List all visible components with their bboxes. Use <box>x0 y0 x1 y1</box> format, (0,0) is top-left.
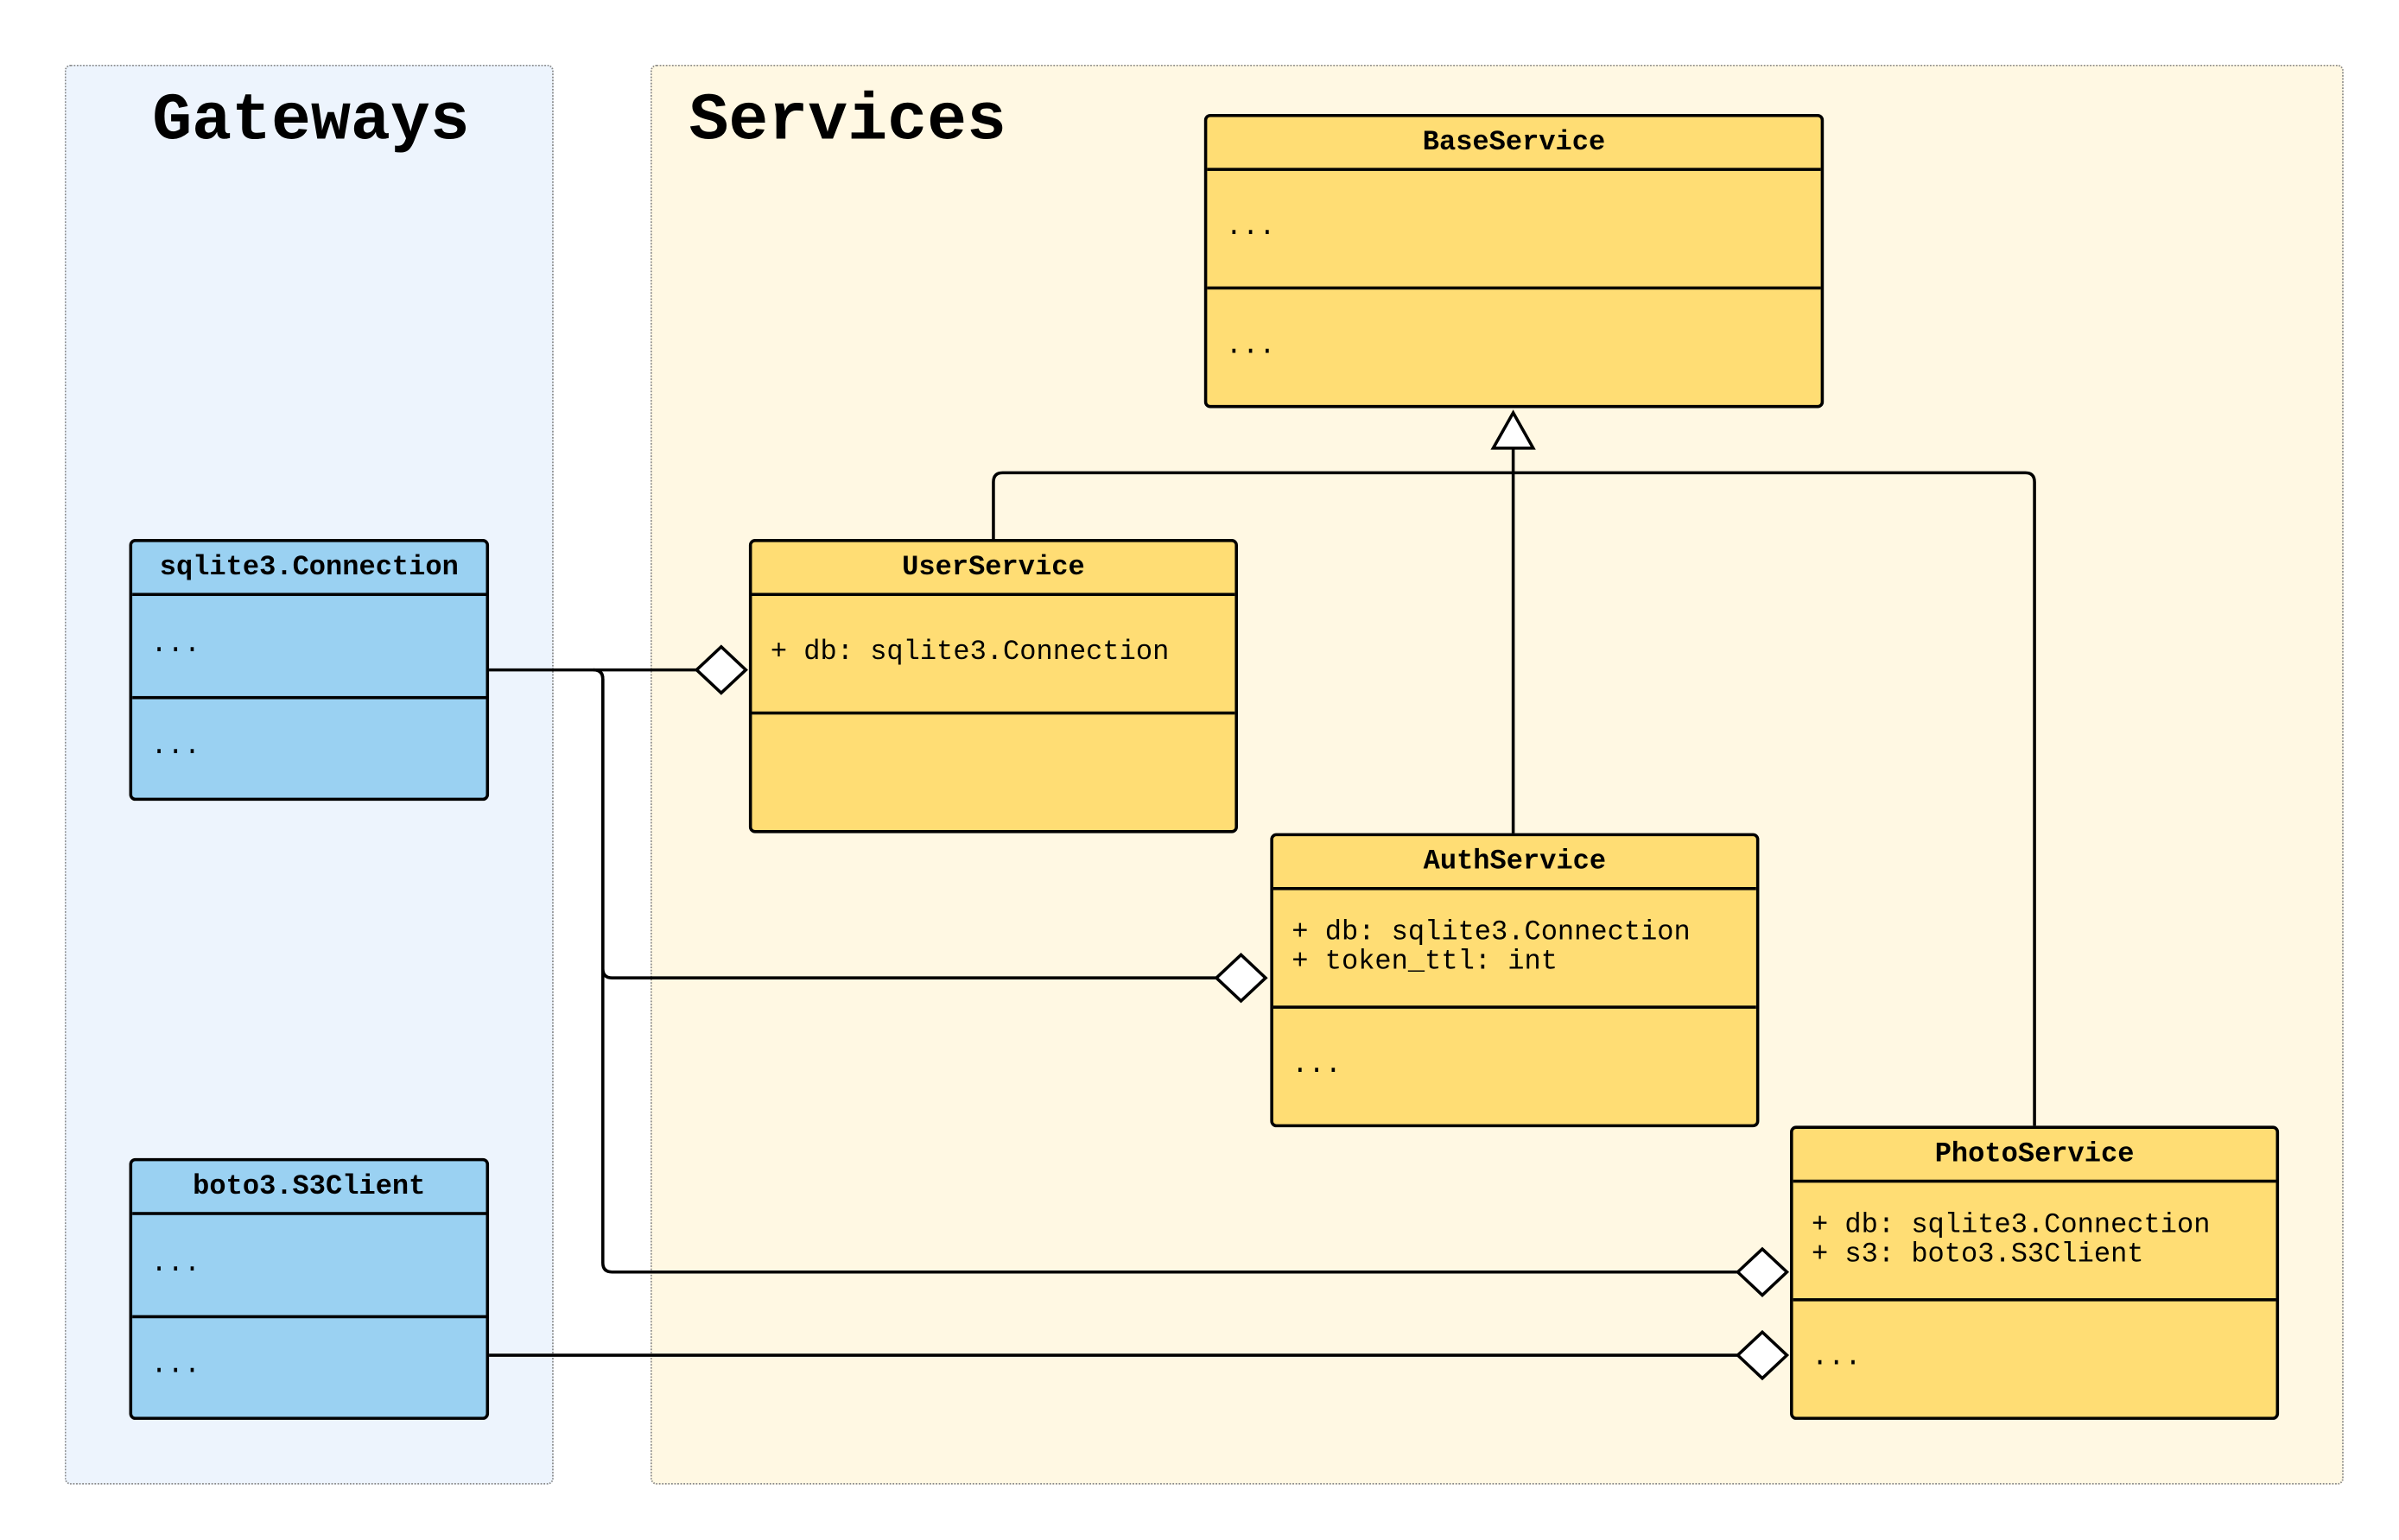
class-sqlite3-connection[interactable]: sqlite3.Connection ... ... <box>129 539 490 802</box>
class-attributes: ... <box>132 1215 486 1318</box>
aggregation-diamond-photoservice-db <box>1735 1246 1790 1297</box>
inheritance-line-photoservice <box>1513 471 2036 1126</box>
class-attributes: + db: sqlite3.Connection <box>752 596 1235 715</box>
class-userservice[interactable]: UserService + db: sqlite3.Connection <box>748 539 1238 833</box>
class-authservice[interactable]: AuthService + db: sqlite3.Connection + t… <box>1270 833 1760 1128</box>
class-name: AuthService <box>1272 836 1756 890</box>
aggregation-line-photoservice-db <box>593 668 1738 1274</box>
services-package-title: Services <box>689 83 1006 159</box>
class-attributes: + db: sqlite3.Connection + s3: boto3.S3C… <box>1793 1182 2276 1302</box>
class-attributes: ... <box>132 596 486 699</box>
gateways-package-title: Gateways <box>152 83 470 159</box>
class-name: UserService <box>752 542 1235 597</box>
class-photoservice[interactable]: PhotoService + db: sqlite3.Connection + … <box>1790 1125 2280 1420</box>
class-name: sqlite3.Connection <box>132 542 486 597</box>
class-methods: ... <box>1811 1342 1862 1374</box>
inheritance-arrowhead <box>1490 409 1536 450</box>
class-methods: ... <box>1292 1050 1342 1081</box>
class-name: PhotoService <box>1793 1129 2276 1183</box>
class-methods: ... <box>1225 331 1276 363</box>
class-attributes: ... <box>1207 171 1821 290</box>
aggregation-diamond-photoservice-s3 <box>1735 1329 1790 1381</box>
class-baseservice[interactable]: BaseService ... ... <box>1203 113 1825 409</box>
aggregation-diamond-userservice <box>694 644 748 695</box>
class-methods: ... <box>150 1351 201 1382</box>
inheritance-line-userservice <box>992 471 1514 540</box>
class-name: BaseService <box>1207 117 1821 171</box>
class-attributes: + db: sqlite3.Connection + token_ttl: in… <box>1272 890 1756 1009</box>
class-methods: ... <box>150 732 201 764</box>
class-methods <box>752 714 1234 830</box>
aggregation-diamond-authservice <box>1214 953 1268 1004</box>
class-boto3-s3client[interactable]: boto3.S3Client ... ... <box>129 1157 490 1420</box>
class-name: boto3.S3Client <box>132 1161 486 1215</box>
